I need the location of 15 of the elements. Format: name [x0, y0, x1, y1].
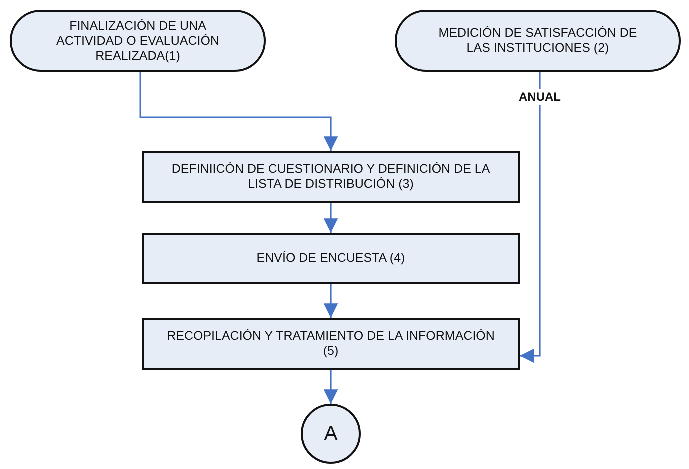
- node-text: RECOPILACIÓN Y TRATAMIENTO DE LA INFORMACIÓN (5): [166, 329, 496, 359]
- process-box: [142, 151, 520, 203]
- arrow: [324, 203, 338, 233]
- arrow: [520, 72, 541, 364]
- arrow: [324, 370, 338, 404]
- process-box: [142, 233, 520, 284]
- node-text: A: [324, 422, 338, 446]
- edge-label: ANUAL: [516, 89, 564, 105]
- node-text: MEDICIÓN DE SATISFACCIÓN DE LAS INSTITUCIONES (2): [438, 26, 638, 56]
- node-text: DEFINIICÓN DE CUESTIONARIO Y DEFINICIÓN DE LA LISTA DE DISTRIBUCIÓN (3): [170, 162, 492, 192]
- node-text: FINALIZACIÓN DE UNA ACTIVIDAD O EVALUACIÓN REALIZADA(1): [56, 18, 220, 64]
- node-text: ENVÍO DE ENCUESTA (4): [256, 251, 406, 266]
- process-box: [142, 318, 520, 370]
- arrow: [324, 284, 338, 318]
- arrow: [140, 72, 338, 151]
